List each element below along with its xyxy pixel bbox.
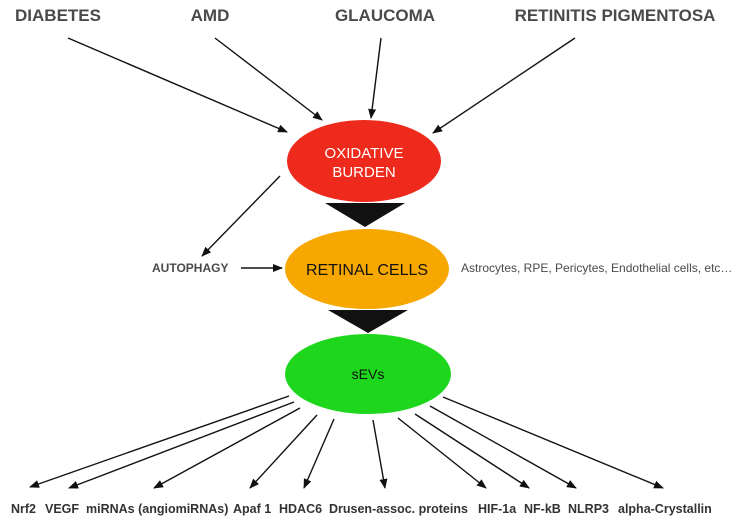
cargo-label-drusen: Drusen-assoc. proteins [329,502,468,516]
oxidative-burden-label-line1: OXIDATIVE [325,145,404,162]
oxidative-burden-label-line2: BURDEN [332,164,395,181]
sevs-node [285,334,451,414]
oxidative-burden-node [287,120,441,202]
arrow-amd-to-oxidative [214,37,323,121]
cargo-label-mirnas: miRNAs (angiomiRNAs) [86,502,228,516]
sevs-label: sEVs [352,366,385,382]
cargo-label-alpha-crystallin: alpha-Crystallin [618,502,712,516]
cargo-label-nlrp3: NLRP3 [568,502,609,516]
cargo-label-nrf2: Nrf2 [11,502,36,516]
cargo-label-hdac6: HDAC6 [279,502,322,516]
arrow-diabetes-to-oxidative [67,37,288,133]
arrow-sevs-to-vegf [68,401,295,489]
arrow-sevs-to-mirnas [153,407,301,489]
cargo-label-vegf: VEGF [45,502,79,516]
disease-label-retinitis-pigmentosa: RETINITIS PIGMENTOSA [515,6,716,25]
arrow-sevs-to-hdac6 [303,418,335,489]
cargo-label-apaf1: Apaf 1 [233,502,271,516]
arrow-sevs-to-nrf2 [29,395,290,488]
retinal-cells-node [285,229,449,309]
arrow-sevs-to-nfkb [414,413,530,489]
disease-label-diabetes: DIABETES [15,6,101,25]
arrow-sevs-to-nlrp3 [429,405,577,489]
retinal-cells-label: RETINAL CELLS [306,262,428,279]
arrow-sevs-to-hif1a [397,417,487,489]
downward-triangle-connector [325,203,405,227]
autophagy-label: AUTOPHAGY [152,261,228,275]
cargo-label-nfkb: NF-kB [524,502,561,516]
arrow-sevs-to-alpha-crystallin [442,396,664,489]
arrow-sevs-to-apaf1 [249,414,318,489]
cargo-label-hif1a: HIF-1a [478,502,517,516]
arrow-glaucoma-to-oxidative [368,37,382,119]
arrow-sevs-to-drusen [372,419,388,489]
disease-label-glaucoma: GLAUCOMA [335,6,435,25]
arrow-oxidative-to-autophagy [201,175,281,257]
cell-types-label: Astrocytes, RPE, Pericytes, Endothelial … [461,261,732,275]
arrow-retinitis-to-oxidative [432,37,576,134]
downward-triangle-connector [328,310,408,333]
disease-label-amd: AMD [191,6,230,25]
